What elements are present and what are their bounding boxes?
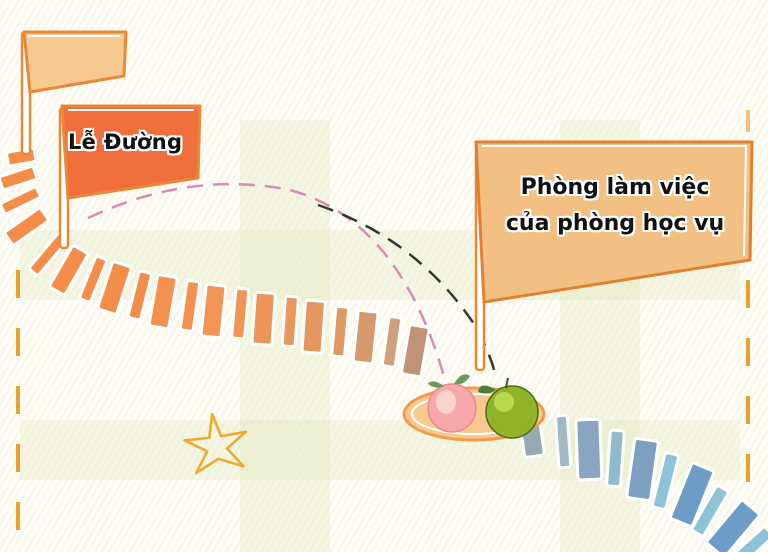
le-duong-label: Lễ Đường [68,130,183,154]
lime-icon [478,377,539,439]
segmented-path [0,146,768,552]
office-flag [474,140,754,372]
peach-icon [427,374,477,433]
office-label: Phòng làm việc của phòng học vụ [490,170,740,242]
star-icon [183,413,248,475]
office-label-line2: của phòng học vụ [505,211,725,236]
blank-flag [20,30,128,156]
office-label-line1: Phòng làm việc [520,175,710,200]
pink-dashed-arc [87,182,447,381]
dark-dashed-arc [317,203,496,371]
fruit-plate [402,374,546,442]
le-duong-flag [58,104,202,250]
